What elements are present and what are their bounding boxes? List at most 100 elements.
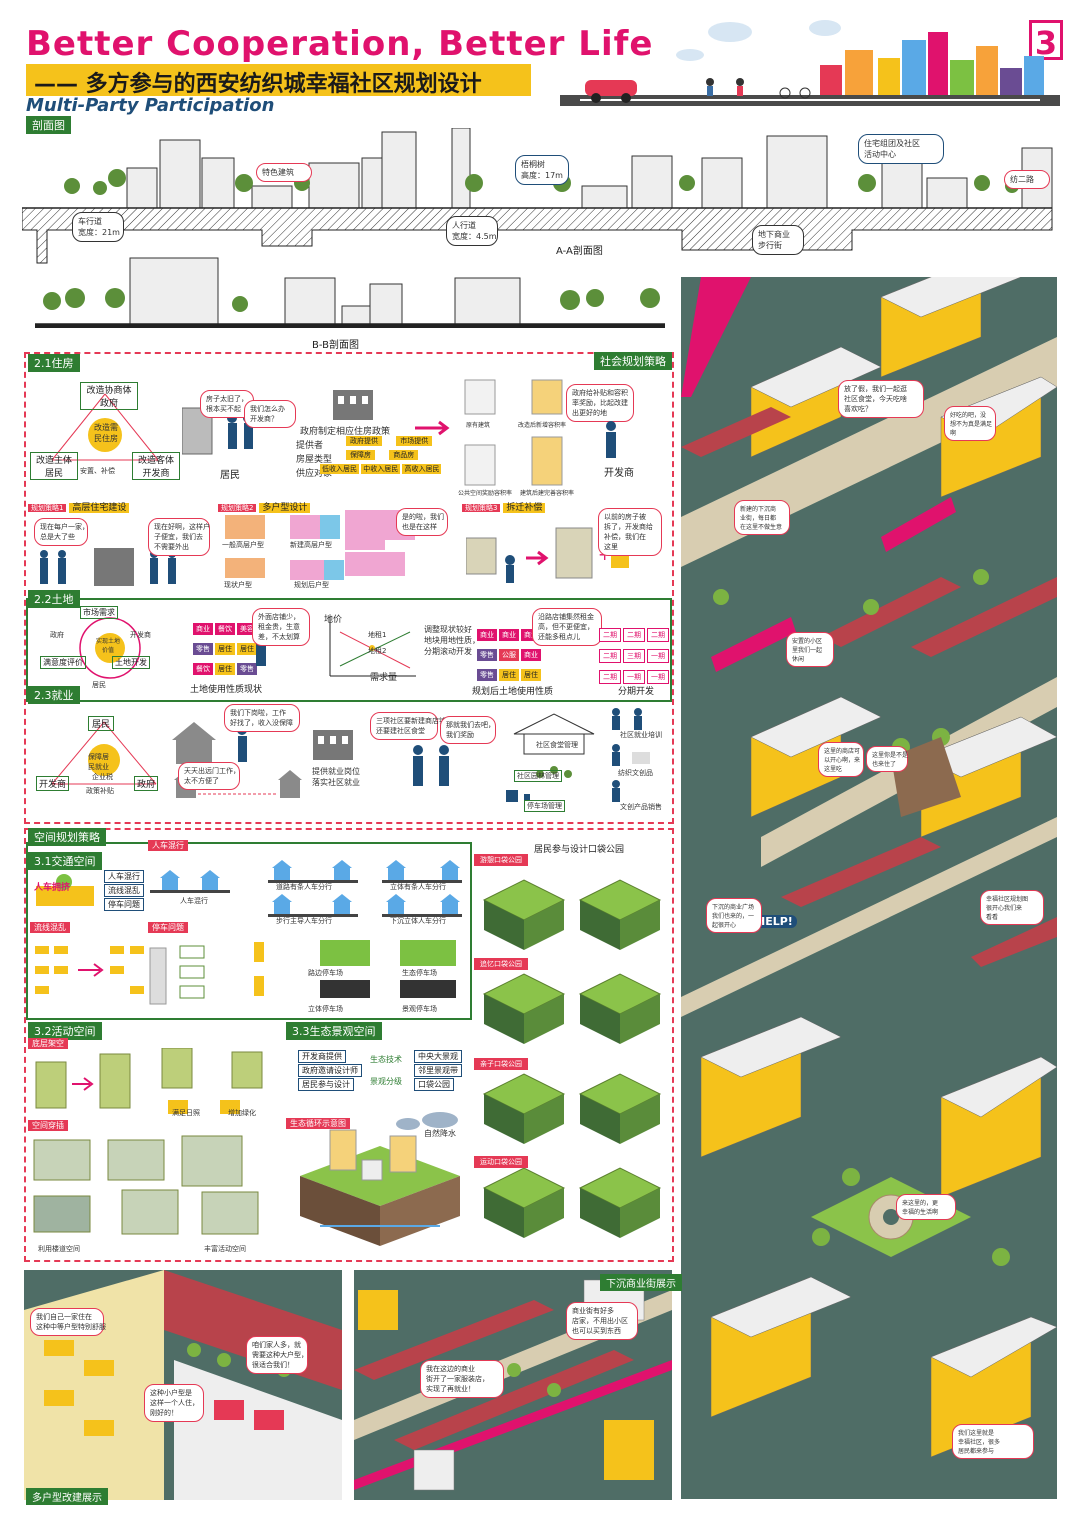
employment-community-illustration (506, 713, 595, 802)
traffic-step-4: 下沉立体人车分行 (390, 917, 446, 925)
strategy-bubble-1: 现在每户一家， 总是大了些 (34, 518, 89, 546)
building-volume-diagram (464, 379, 563, 486)
housing-cells-3: 低收入居民 中收入居民 高收入居民 (320, 464, 442, 474)
ecology-left-0: 开发商提供 (298, 1050, 346, 1063)
traffic-issue-label: 人车拥挤 (34, 883, 71, 893)
government-building-icon (333, 390, 373, 420)
masterplan-bubble-5: 这里你是不是 也来住了 (866, 746, 908, 772)
spatial-strategy-tag: 空间规划策略 (28, 828, 106, 846)
activity-interlace-illustration (33, 1135, 259, 1235)
traffic-step-0: 人车混行 (180, 897, 208, 905)
strategy-2: 规划策略2 多户型设计 (218, 500, 311, 513)
masterplan-bubble-3: 安置的小区 里我们一起 休闲 (786, 632, 834, 667)
masterplan-bubble-0: 放了假，我们一起逛 社区食堂，今天吃啥 喜欢吃？ (838, 380, 924, 418)
land-node-resident: 居民 (92, 681, 106, 689)
land-node-gov: 政府 (50, 631, 64, 639)
land-grid-current: 商业餐饮美容 零售居住居住 餐饮居住零售 (192, 616, 264, 676)
employment-tag: 2.3就业 (28, 686, 80, 704)
ecology-tag: 3.3生态景观空间 (286, 1022, 382, 1040)
title-cn-bar (26, 64, 531, 96)
street-bubble-0: 商业街有好多 店家，不用出小区 也可以买到东西 (566, 1302, 638, 1340)
land-value-chart (329, 616, 416, 677)
land-node-dev: 开发商 (130, 631, 151, 639)
developer-figure (606, 421, 616, 458)
housing-node-center: 改造需 民住房 (94, 423, 118, 443)
traffic-evolution-illustration (150, 860, 462, 917)
sunken-street-caption: 下沉商业街展示 (600, 1274, 682, 1291)
employment-label-garden: 社区园林管理 (514, 770, 562, 782)
land-node-eval: 满意度评价 (40, 656, 86, 669)
ecology-mid-1: 景观分级 (370, 1077, 402, 1086)
annotation-underground-street: 地下商业 步行街 (752, 225, 804, 255)
housing-tag: 2.1住房 (28, 354, 80, 372)
activity-label-corridor: 利用楼道空间 (38, 1245, 80, 1253)
strategy-bubble-3: 是的啦，我们 也是在这样 (396, 508, 448, 536)
annotation-sidewalk: 人行道 宽度：4.5m (446, 216, 498, 246)
masterplan-bubble-9: 来这里的，更 幸福的生活啊 (896, 1194, 956, 1220)
land-planned-label: 规划后土地使用性质 (472, 687, 554, 697)
unit-label-3: 规划后户型 (294, 581, 329, 589)
annotation-residential-cluster: 住宅组团及社区 活动中心 (858, 134, 944, 164)
traffic-tag: 3.1交通空间 (28, 852, 102, 870)
land-axis-x: 需求量 (370, 673, 398, 683)
ecology-cycle-tag: 生态循环示意图 (286, 1118, 350, 1129)
pocket-park-0: 游憩口袋公园 (474, 854, 528, 866)
masterplan-bubble-8: 下沉的商业广场 我们也来的，一 起很开心 (706, 898, 762, 933)
employment-bubble-3: 三项社区要新建商店铺， 还要建社区食堂 (370, 712, 453, 740)
traffic-congestion-icon (36, 874, 94, 906)
bb-section-label: B-B剖面图 (312, 340, 359, 351)
masterplan-bubble-6: 幸福社区规划图 很开心我们来 看看 (980, 890, 1044, 925)
renovation-caption: 多户型改建展示 (26, 1488, 108, 1505)
spatial-strategy-panel (24, 828, 674, 1262)
housing-bubble-what: 我们怎么办 开发商？ (244, 400, 296, 428)
land-phase-label: 分期开发 (618, 687, 655, 697)
traffic-step-3: 立体有条人车分行 (390, 883, 446, 891)
traffic-flow-parking-illustration (35, 940, 456, 1005)
parking-1: 生态停车场 (402, 969, 437, 977)
bb-section-drawing (35, 257, 665, 328)
page-number: 3 (1029, 20, 1063, 62)
activity-sub-stilt: 底层架空 (28, 1038, 68, 1049)
section-view-tag: 剖面图 (26, 116, 71, 134)
housing-developer-label: 开发商 (604, 468, 634, 479)
employment-figures (413, 745, 449, 786)
masterplan-bubble-4: 这里的商店可 以开心啊，来 这里吃 (818, 742, 864, 777)
housing-node-resident: 改造主体 居民 (30, 452, 78, 480)
masterplan-bubble-2: 新建的下沉商 业街，每日都 在这里不做生意 (734, 500, 790, 535)
land-node-develop: 土地开发 (112, 656, 150, 669)
page-subtitle-cn: —— 多方参与的西安纺织城幸福社区规划设计 (34, 72, 482, 97)
traffic-sub-mixed: 人车混行 (148, 840, 188, 851)
employment-edge-subsidy: 政策补贴 (86, 787, 114, 795)
ecology-cycle-illustration (300, 1112, 460, 1246)
ecology-rain: 自然降水 (424, 1129, 456, 1138)
employment-label-canteen: 社区食堂管理 (536, 741, 578, 749)
traffic-item-1: 流线混乱 (104, 884, 144, 897)
social-strategy-tag: 社会规划策略 (594, 352, 672, 370)
employment-triangle-diagram (51, 721, 157, 785)
traffic-sub-parking: 停车问题 (148, 922, 188, 933)
housing-bubble-policy: 政府给补贴和容积 率奖励，比起改建 出更好的地 (566, 384, 634, 422)
pocket-park-1: 追忆口袋公园 (474, 958, 528, 970)
traffic-step-1: 道路有条人车分行 (276, 883, 332, 891)
activity-label-sun: 满足日照 (172, 1109, 200, 1117)
activity-tag: 3.2活动空间 (28, 1022, 102, 1040)
land-current-label: 土地使用性质现状 (190, 685, 263, 695)
employment-label-sales: 文创产品销售 (620, 803, 662, 811)
housing-policy-label: 政府制定相应住房政策 (300, 427, 391, 437)
housing-node-government: 改造协商体 政府 (80, 382, 138, 410)
masterplan-isometric-illustration (681, 277, 1057, 1499)
page-title: Better Cooperation, Better Life (26, 24, 654, 64)
ecology-right-0: 中央大景观 (414, 1050, 462, 1063)
land-curve-1: 地租1 (368, 631, 387, 639)
housing-row-provider: 提供者 (296, 441, 324, 451)
employment-label-parking: 停车场管理 (524, 800, 565, 812)
ecology-right-1: 邻里景观带 (414, 1064, 462, 1077)
traffic-step-2: 步行主导人车分行 (276, 917, 332, 925)
land-curve-2: 地租2 (368, 647, 387, 655)
housing-resident-label: 居民 (220, 470, 240, 481)
ecology-right-2: 口袋公园 (414, 1078, 454, 1091)
housing-cells: 政府提供 市场提供 (346, 436, 433, 446)
annotation-carriageway: 车行道 宽度：21m (72, 212, 124, 242)
housing-row-target: 供应对象 (296, 469, 333, 479)
ecology-left-1: 政府邀请设计师 (298, 1064, 362, 1077)
